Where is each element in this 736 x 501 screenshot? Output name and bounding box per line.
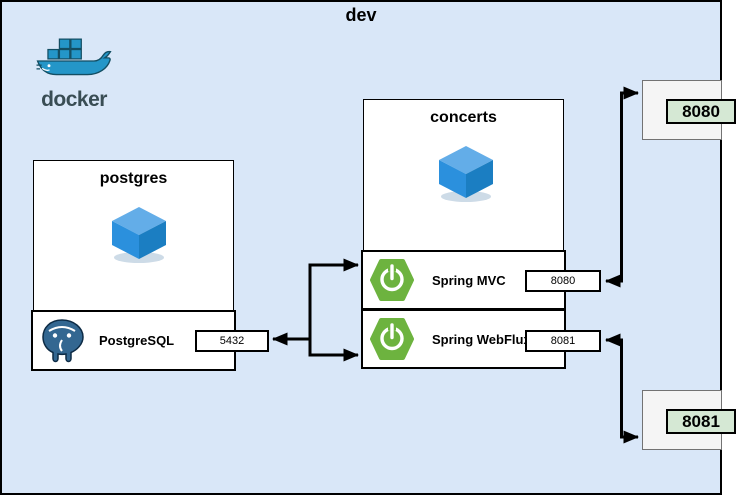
spring-mvc-service-row: Spring MVC 8080 <box>361 250 601 310</box>
spring-webflux-service-label: Spring WebFlux <box>432 331 531 347</box>
postgresql-service-label: PostgreSQL <box>99 333 175 348</box>
concerts-container-cube-icon <box>436 144 496 202</box>
docker-wordmark: docker <box>41 88 107 111</box>
host-port-box-8080: 8080 <box>642 80 736 140</box>
postgres-container-cube-icon <box>109 205 169 263</box>
host-port-box-8081: 8081 <box>642 390 736 450</box>
host-port-label-8081: 8081 <box>666 409 736 434</box>
spring-icon <box>370 258 414 302</box>
postgres-node-title: postgres <box>99 170 168 187</box>
docker-whale-icon <box>35 36 113 86</box>
postgresql-icon <box>41 318 85 364</box>
spring-mvc-service-label: Spring MVC <box>432 272 506 288</box>
concerts-node-title: concerts <box>430 109 497 126</box>
postgresql-service-row: PostgreSQL 5432 <box>31 310 269 371</box>
spring-mvc-port-box: 8080 <box>525 270 601 292</box>
spring-webflux-service-row: Spring WebFlux 8081 <box>361 309 601 369</box>
dev-boundary-title: dev <box>345 5 377 25</box>
docker-logo: docker <box>34 36 114 112</box>
spring-icon <box>370 317 414 361</box>
postgresql-port-box: 5432 <box>195 330 269 352</box>
spring-webflux-port-box: 8081 <box>525 330 601 352</box>
host-port-label-8080: 8080 <box>666 99 736 124</box>
